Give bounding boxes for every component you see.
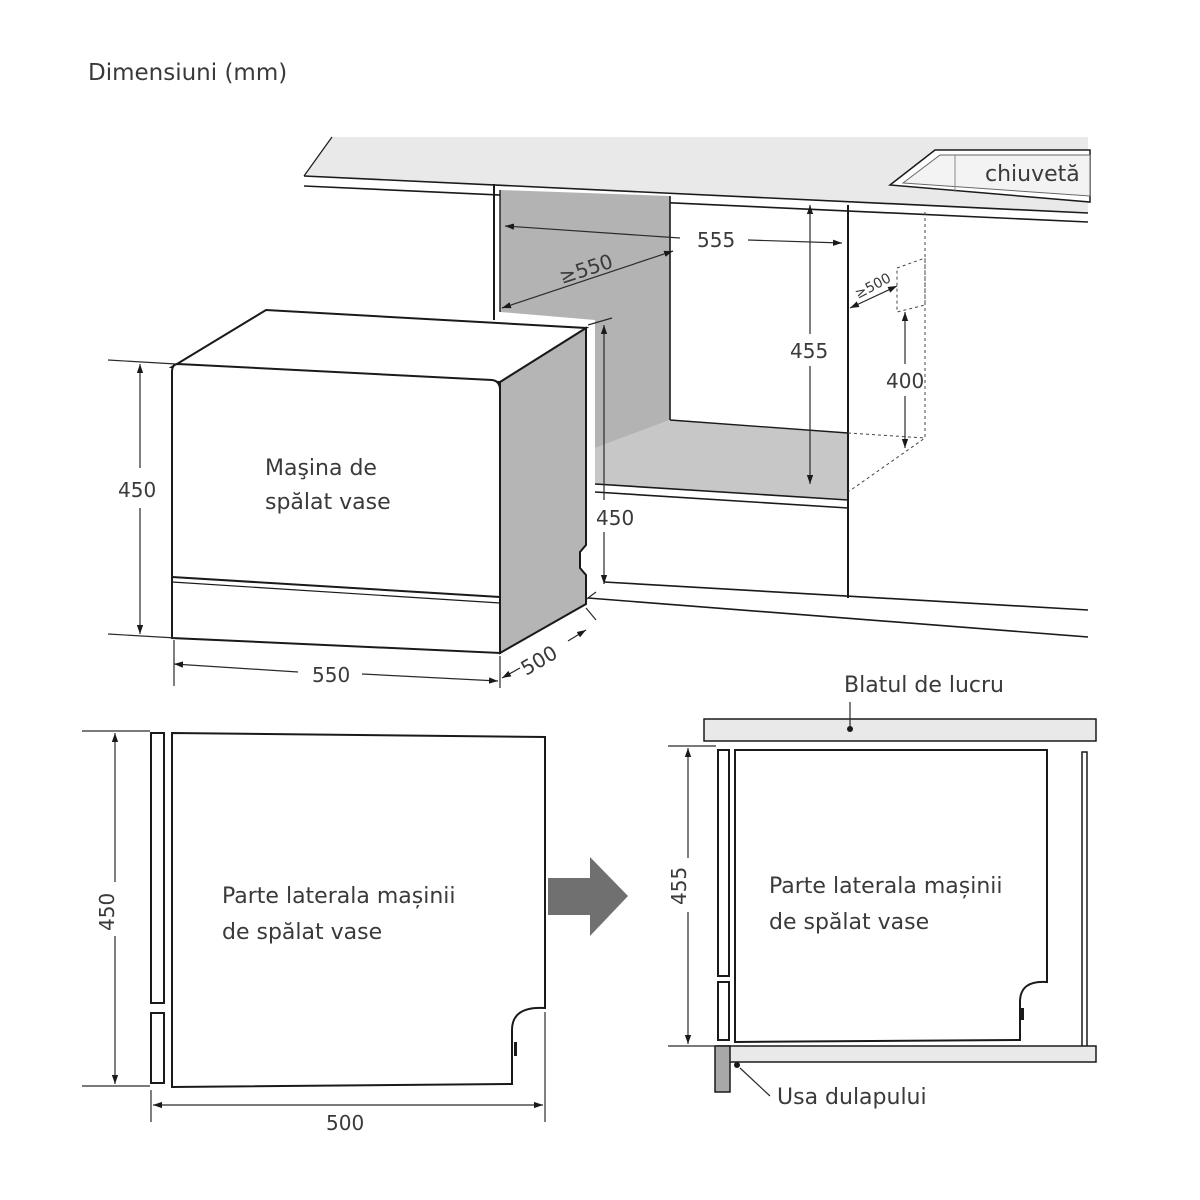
dim-niche-height: 455 (790, 339, 828, 363)
dim-side-depth: 500 (326, 1111, 364, 1135)
worktop (703, 718, 1097, 742)
dishwasher-3d: Maşina de spălat vase 450 550 500 (107, 308, 597, 688)
installed-label-line2: de spălat vase (769, 910, 929, 935)
dishwasher-label-line2: spălat vase (265, 490, 391, 515)
side-label-line2: de spălat vase (222, 920, 382, 945)
installed-view: Parte laterala mașinii de spălat vase 45… (667, 673, 1097, 1110)
side-view: Parte laterala mașinii de spălat vase 45… (82, 730, 546, 1135)
worktop-label: Blatul de lucru (844, 673, 1004, 698)
dim-front-height: 450 (596, 506, 634, 530)
dim-sink-height: 400 (886, 369, 924, 393)
side-label-line1: Parte laterala mașinii (222, 884, 455, 909)
installed-label-line1: Parte laterala mașinii (769, 874, 1002, 899)
dishwasher-label-line1: Maşina de (265, 456, 377, 481)
sink-label: chiuvetă (985, 162, 1080, 187)
kitchen-niche: chiuvetă 555 ≥550 455 ≥ (303, 136, 1091, 638)
dim-unit-depth: 500 (517, 640, 562, 680)
dim-side-height: 450 (95, 893, 119, 931)
worktop-slab (304, 137, 1088, 213)
niche-floor (595, 420, 848, 500)
dim-unit-width: 550 (312, 663, 350, 687)
cabinet-door-label: Usa dulapului (777, 1085, 927, 1110)
sink: chiuvetă (888, 149, 1091, 203)
page-title: Dimensiuni (mm) (88, 60, 287, 86)
dim-unit-height: 450 (118, 478, 156, 502)
dim-niche-depth: 555 (697, 228, 735, 252)
dim-installed-height: 455 (667, 867, 691, 905)
transition-arrow (548, 857, 628, 936)
